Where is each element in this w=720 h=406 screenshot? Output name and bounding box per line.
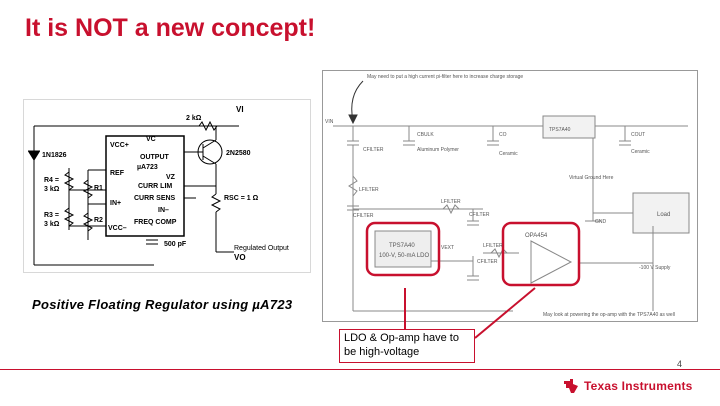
note-bottom-text: May look at powering the op-amp with the… bbox=[543, 312, 675, 318]
co-label: CO bbox=[499, 132, 507, 138]
ceramic2-label: Ceramic bbox=[631, 149, 650, 155]
output-pin-label: OUTPUT bbox=[140, 154, 170, 161]
virtual-ground-label: Virtual Ground Here bbox=[569, 175, 614, 181]
load-label: Load bbox=[657, 212, 670, 218]
r-top-label: 2 kΩ bbox=[186, 115, 202, 122]
regulated-output-label: Regulated Output bbox=[234, 245, 289, 252]
transistor-label: 2N2580 bbox=[226, 150, 251, 157]
gnd-label: GND bbox=[595, 219, 607, 225]
ic-name-label: µA723 bbox=[137, 164, 158, 171]
l-filter3-label: LFILTER bbox=[483, 243, 503, 249]
slide-title: It is NOT a new concept! bbox=[25, 14, 316, 42]
ti-logo: Texas Instruments bbox=[562, 376, 693, 396]
footer-divider bbox=[0, 369, 720, 406]
l-filter2-label: LFILTER bbox=[441, 199, 461, 205]
vcc-minus-label: VCC– bbox=[108, 225, 127, 232]
ua723-schematic: 1N1826 R4 = 3 kΩ R3 = 3 kΩ R1 R2 VI 2 kΩ… bbox=[23, 99, 311, 273]
r2-label: R2 bbox=[94, 217, 103, 224]
tps-top-label: TPS7A40 bbox=[549, 127, 571, 133]
c-bulk-label: CBULK bbox=[417, 132, 434, 138]
page-number: 4 bbox=[677, 359, 683, 369]
vc-label: VC bbox=[146, 136, 156, 143]
r4-label: R4 = bbox=[44, 177, 59, 184]
vi-label: VI bbox=[236, 105, 244, 114]
r3-value: 3 kΩ bbox=[44, 221, 60, 228]
vcc-plus-label: VCC+ bbox=[110, 142, 129, 149]
in-plus-label: IN+ bbox=[110, 200, 121, 207]
note-top-text: May need to put a high current pi-filter… bbox=[367, 74, 523, 80]
ldo-name-label: TPS7A40 bbox=[389, 243, 415, 249]
callout-box: LDO & Op-amp have to be high-voltage bbox=[339, 329, 475, 363]
c-filter4-label: CFILTER bbox=[477, 259, 498, 265]
ceramic1-label: Ceramic bbox=[499, 151, 518, 157]
r4-value: 3 kΩ bbox=[44, 186, 60, 193]
ua723-schematic-drawing: 1N1826 R4 = 3 kΩ R3 = 3 kΩ R1 R2 VI 2 kΩ… bbox=[28, 105, 289, 266]
callout-pointer-opamp bbox=[474, 287, 536, 339]
aluminum-label: Aluminum Polymer bbox=[417, 147, 459, 153]
l-filter1-label: LFILTER bbox=[359, 187, 379, 193]
rsc-label: RSC = 1 Ω bbox=[224, 195, 259, 202]
c-filter1-label: CFILTER bbox=[363, 147, 384, 153]
ti-logo-icon bbox=[564, 379, 578, 393]
c-filter3-label: CFILTER bbox=[469, 212, 490, 218]
diode-label: 1N1826 bbox=[42, 152, 67, 159]
curr-sens-label: CURR SENS bbox=[134, 195, 176, 202]
vz-label: VZ bbox=[166, 174, 176, 181]
supply-label: -100 V Supply bbox=[639, 265, 671, 271]
cap-label: 500 pF bbox=[164, 241, 187, 248]
opamp-label: OPA454 bbox=[525, 233, 548, 239]
curr-lim-label: CURR LIM bbox=[138, 183, 172, 190]
ref-label: REF bbox=[110, 170, 125, 177]
v-ext-label: VEXT bbox=[441, 245, 454, 251]
in-minus-label: IN– bbox=[158, 207, 169, 214]
r3-label: R3 = bbox=[44, 212, 59, 219]
left-schematic-caption: Positive Floating Regulator using µA723 bbox=[32, 297, 293, 312]
tps7a40-schematic-drawing: May need to put a high current pi-filter… bbox=[325, 74, 690, 318]
vin-label: VIN bbox=[325, 119, 334, 125]
tps7a40-schematic: May need to put a high current pi-filter… bbox=[322, 70, 698, 322]
c-out-label: COUT bbox=[631, 132, 645, 138]
ldo-desc-label: 100-V, 50-mA LDO bbox=[379, 253, 429, 259]
r1-label: R1 bbox=[94, 185, 103, 192]
freq-comp-label: FREQ COMP bbox=[134, 219, 177, 226]
ti-logo-text: Texas Instruments bbox=[584, 379, 693, 393]
vo-label: VO bbox=[234, 253, 246, 262]
c-filter2-label: CFILTER bbox=[353, 213, 374, 219]
